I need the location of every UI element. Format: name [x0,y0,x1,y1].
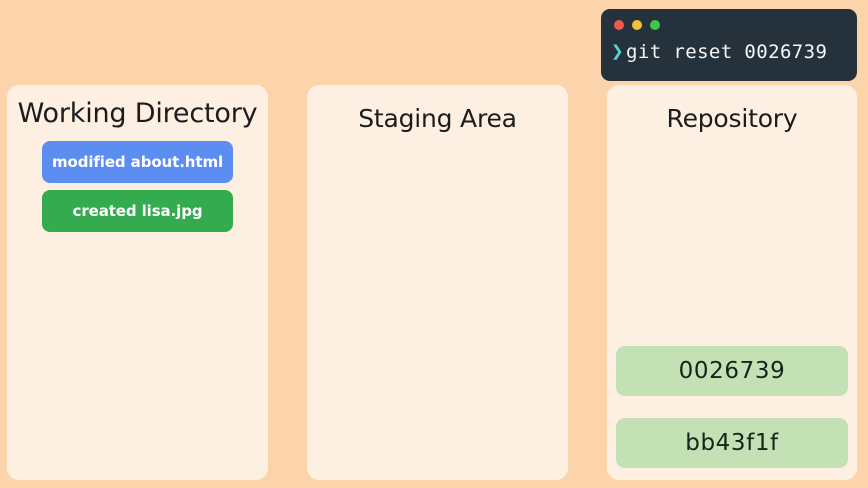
panel-title-repository: Repository [666,104,798,133]
commit-chip-bb43f1f[interactable]: bb43f1f [616,418,848,468]
panel-repository: Repository 0026739 bb43f1f [607,85,857,480]
working-directory-file-list: modified about.html created lisa.jpg [7,129,268,232]
file-chip-created[interactable]: created lisa.jpg [42,190,233,232]
terminal-command-text: git reset 0026739 [626,41,828,63]
repository-commit-list: 0026739 bb43f1f [607,346,857,480]
panel-title-working-directory: Working Directory [17,98,258,129]
maximize-icon[interactable] [650,20,660,30]
commit-chip-0026739[interactable]: 0026739 [616,346,848,396]
panel-working-directory: Working Directory modified about.html cr… [7,85,268,480]
panel-staging-area: Staging Area [307,85,568,480]
terminal-command-line[interactable]: ❯ git reset 0026739 [601,39,857,64]
file-chip-modified[interactable]: modified about.html [42,141,233,183]
panel-title-staging-area: Staging Area [358,104,517,133]
window-controls [601,19,857,31]
prompt-chevron-icon: ❯ [611,39,625,63]
minimize-icon[interactable] [632,20,642,30]
close-icon[interactable] [614,20,624,30]
terminal-window: ❯ git reset 0026739 [601,9,857,81]
git-areas-board: Working Directory modified about.html cr… [7,85,857,480]
